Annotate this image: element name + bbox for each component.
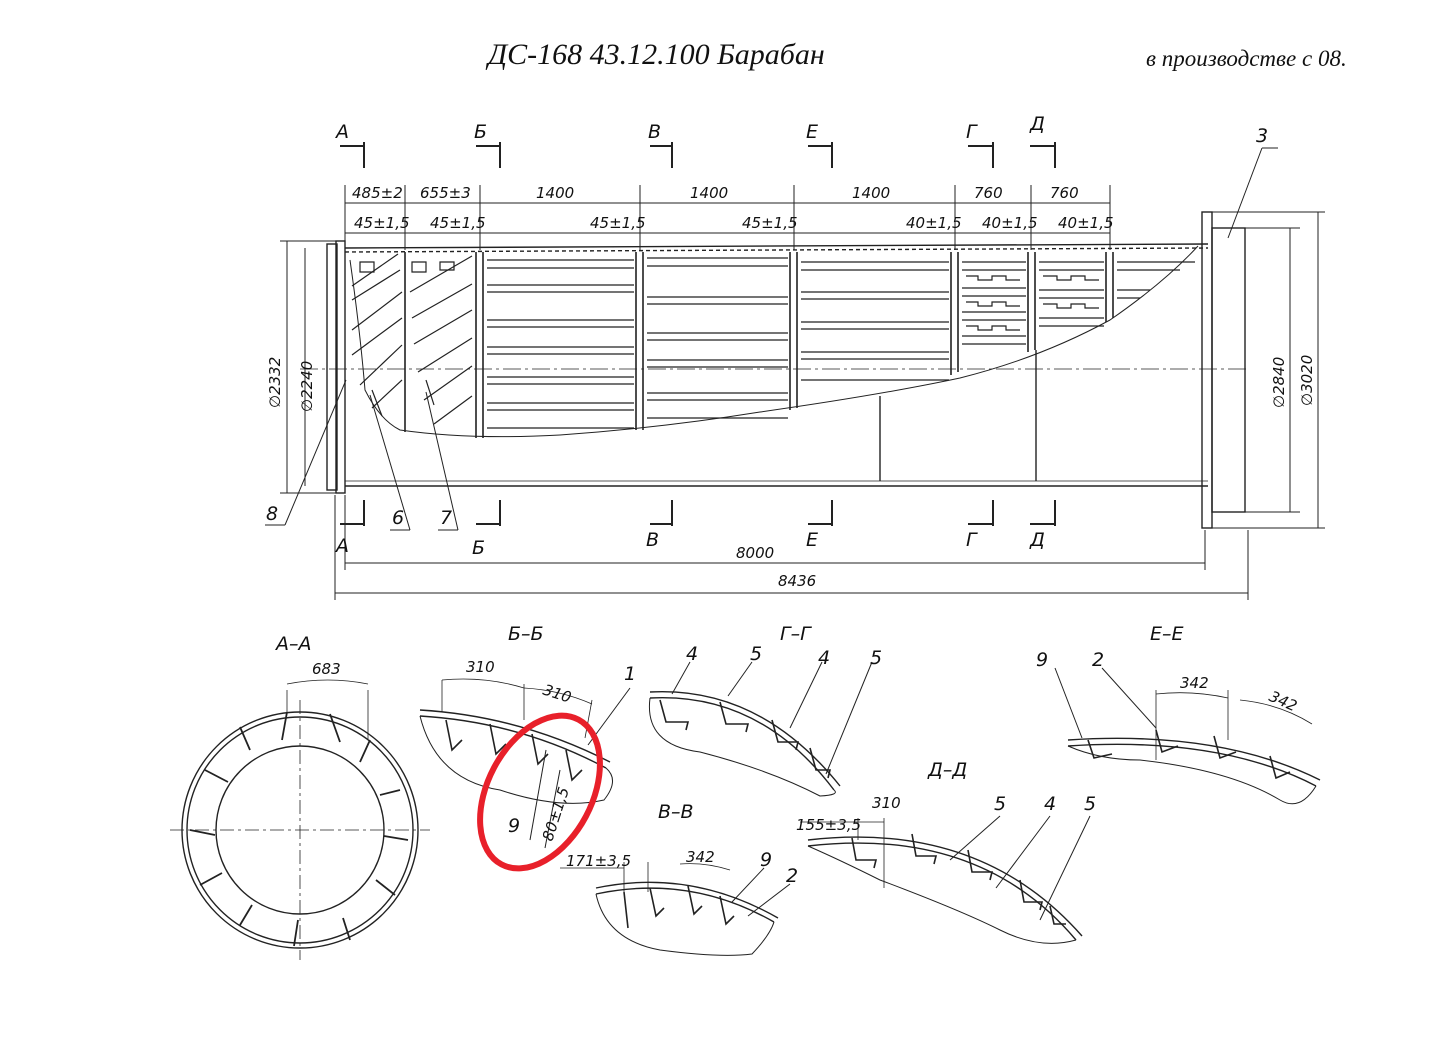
part-4-label-gg-a: 4 (686, 643, 698, 665)
part-6-label: 6 (392, 507, 404, 529)
dim-arc-342-c: 342 (1266, 687, 1299, 715)
dim-40-a: 40±1,5 (906, 214, 962, 232)
part-5-label-gg-b: 5 (870, 647, 882, 669)
dim-1400-a: 1400 (536, 184, 574, 202)
part-4-label-gg-b: 4 (818, 647, 830, 669)
part-5-label-dd-b: 5 (1084, 793, 1096, 815)
marker-g-bottom: Г (966, 529, 978, 551)
part-1-label: 1 (624, 663, 636, 685)
section-vv-label: В–В (658, 801, 694, 823)
dim-arc-310-b: 310 (541, 681, 574, 707)
section-dd-label: Д–Д (927, 759, 967, 781)
section-view-aa (170, 679, 430, 960)
part-5-label-dd-a: 5 (994, 793, 1006, 815)
dimension-lines (280, 185, 1325, 600)
part-2-label-vv: 2 (786, 865, 798, 887)
section-view-gg (648, 661, 873, 797)
dim-dia-2240: ∅2240 (298, 361, 316, 412)
section-view-vv (560, 862, 791, 956)
lifter-blades (487, 257, 1195, 429)
marker-v-bottom: В (646, 529, 659, 551)
marker-d-top: Д (1029, 113, 1045, 135)
ring-ribs (404, 252, 1114, 438)
marker-g-top: Г (966, 121, 978, 143)
section-ee-label: Е–Е (1150, 623, 1184, 645)
marker-v-top: В (648, 121, 661, 143)
part-5-label-gg-a: 5 (750, 643, 762, 665)
part-9-label-vv: 9 (760, 849, 772, 871)
dim-1400-b: 1400 (690, 184, 728, 202)
part-2-label-ee: 2 (1092, 649, 1104, 671)
section-view-dd (800, 815, 1091, 944)
marker-a-bottom: А (334, 535, 349, 557)
dim-dia-2332: ∅2332 (266, 357, 284, 408)
dim-8000: 8000 (736, 544, 774, 562)
dim-760-a: 760 (974, 184, 1003, 202)
dim-8436: 8436 (778, 572, 816, 590)
dim-45-b: 45±1,5 (430, 214, 486, 232)
dim-80: 80±1,5 (539, 785, 573, 843)
highlight-ellipse (477, 712, 603, 872)
dim-171: 171±3,5 (566, 852, 631, 870)
part-7-label: 7 (440, 507, 452, 529)
dim-arc-310-c: 310 (872, 794, 901, 812)
dim-1400-c: 1400 (852, 184, 890, 202)
section-view-ee (1054, 667, 1321, 805)
drawing-title: ДС-168 43.12.100 Барабан (488, 38, 825, 71)
dim-arc-342-b: 342 (1180, 674, 1209, 692)
helical-blades (351, 253, 473, 425)
dim-485: 485±2 (352, 184, 403, 202)
dim-arc-342-a: 342 (686, 848, 715, 866)
part-9-label-bb: 9 (508, 815, 520, 837)
marker-e-bottom: Е (806, 529, 818, 551)
section-cut-markers (340, 142, 1056, 526)
marker-b-bottom: Б (472, 537, 485, 559)
section-view-bb (419, 678, 631, 849)
dim-45-c: 45±1,5 (590, 214, 646, 232)
dim-45-a: 45±1,5 (354, 214, 410, 232)
dim-45-d: 45±1,5 (742, 214, 798, 232)
leader-lines (265, 147, 1278, 531)
dim-40-b: 40±1,5 (982, 214, 1038, 232)
section-bb-label: Б–Б (508, 623, 544, 645)
drum-body (300, 211, 1250, 529)
marker-a-top: А (334, 121, 349, 143)
section-aa-label: А–А (274, 633, 312, 655)
section-gg-label: Г–Г (780, 623, 812, 645)
production-note: в производстве с 08. (1146, 46, 1347, 71)
dim-155: 155±3,5 (796, 816, 861, 834)
part-3-label: 3 (1256, 125, 1268, 147)
part-4-label-dd: 4 (1044, 793, 1056, 815)
dim-arc-310-a: 310 (466, 658, 495, 676)
marker-b-top: Б (474, 121, 487, 143)
dim-arc-683: 683 (312, 660, 341, 678)
part-9-label-ee: 9 (1036, 649, 1048, 671)
dim-760-b: 760 (1050, 184, 1079, 202)
dim-40-c: 40±1,5 (1058, 214, 1114, 232)
dim-655: 655±3 (420, 184, 471, 202)
marker-d-bottom: Д (1029, 529, 1045, 551)
part-8-label: 8 (266, 503, 278, 525)
dim-dia-2840: ∅2840 (1270, 357, 1288, 408)
dim-dia-3020: ∅3020 (1298, 355, 1316, 406)
marker-e-top: Е (806, 121, 818, 143)
